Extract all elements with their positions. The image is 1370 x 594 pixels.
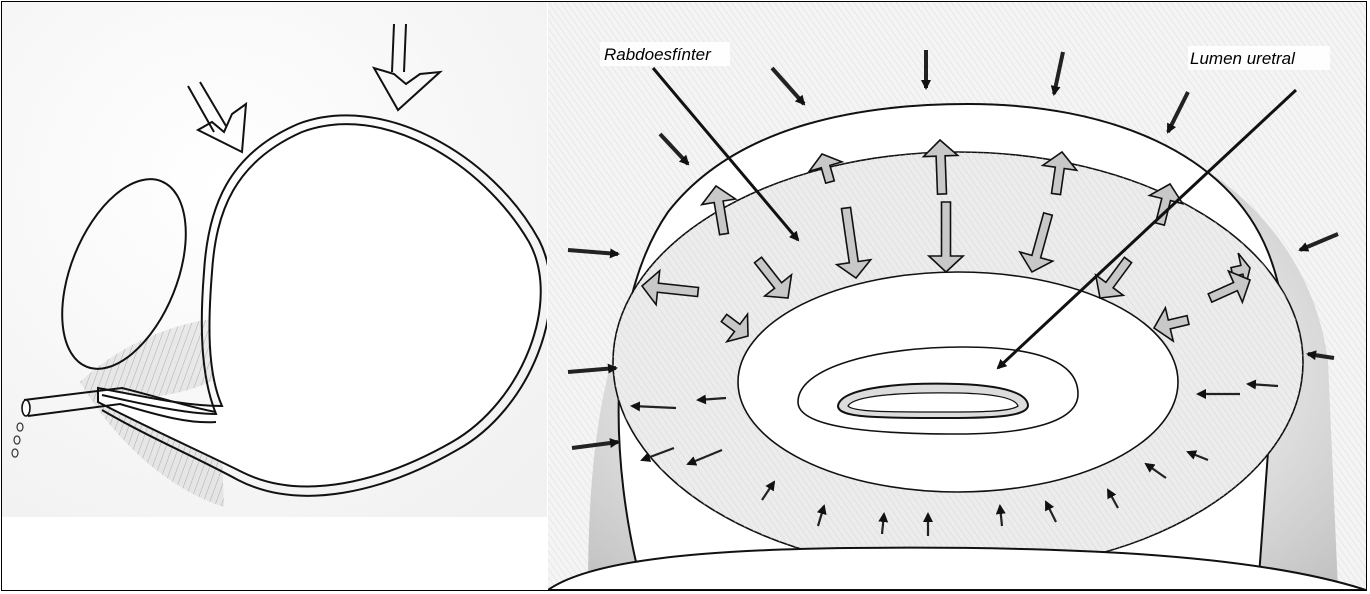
urethral-meatus: [22, 400, 30, 416]
bladder-sketch: [2, 2, 547, 590]
cross-section-panel: Rabdoesfínter Lumen uretral: [548, 2, 1366, 590]
urethra-cross-section: Rabdoesfínter Lumen uretral: [548, 2, 1366, 590]
bladder-sketch-panel: [2, 2, 547, 590]
urethral-lumen-label: Lumen uretral: [1190, 49, 1296, 68]
rhabdosphincter-label: Rabdoesfínter: [604, 45, 712, 64]
